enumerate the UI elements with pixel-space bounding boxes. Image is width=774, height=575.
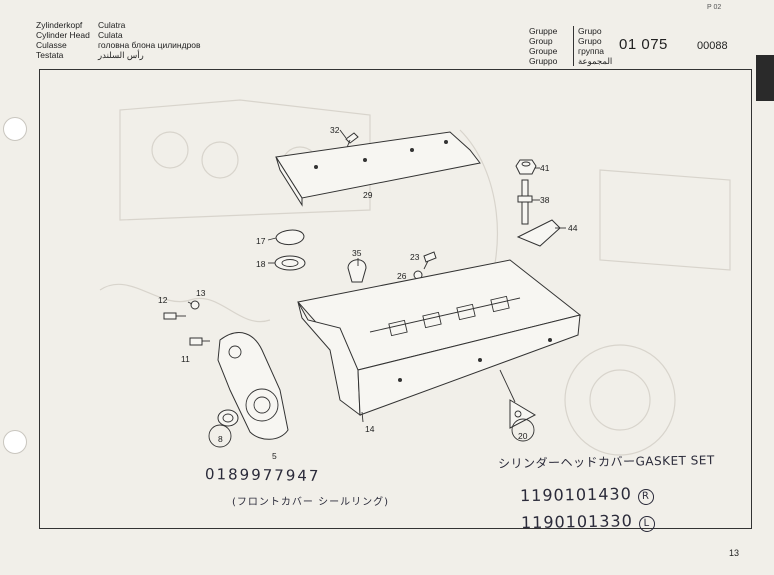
part-label-13: 13: [196, 288, 206, 298]
part-label-29: 29: [363, 190, 373, 200]
handwritten-part-number-1: 0189977947: [204, 464, 321, 486]
group-trans-3: группа: [578, 46, 604, 56]
part-label-23: 23: [410, 252, 420, 262]
part-18-seal-ring: [274, 255, 306, 271]
part-label-8: 8: [218, 434, 223, 444]
part-number-left: 1190101330: [520, 511, 633, 533]
part-17-plug: [275, 229, 305, 245]
exploded-view-diagram: 32 29 41 38 44 17 18 35 23 26 12 13 11 1…: [99, 99, 731, 461]
index-tab: [756, 55, 774, 101]
left-side-mark: L: [638, 515, 656, 533]
part-number-labels: 32 29 41 38 44 17 18 35 23 26 12 13 11 1…: [158, 125, 578, 461]
right-side-mark: R: [637, 488, 655, 506]
binder-hole-top: [3, 117, 27, 141]
title-translations: Culatra Culata головна блона цилиндров ر…: [98, 20, 201, 60]
group-sub-number: 00088: [697, 40, 728, 52]
part-label-18: 18: [256, 259, 266, 269]
part-label-44: 44: [568, 223, 578, 233]
title-label-de: Zylinderkopf: [36, 20, 83, 30]
title-label-fr: Culasse: [36, 40, 67, 50]
part-label-12: 12: [158, 295, 168, 305]
handwritten-part-number-right: 1190101430 R: [519, 484, 655, 507]
part-label-14: 14: [365, 424, 375, 434]
page-number: 13: [729, 548, 740, 558]
part-label-17: 17: [256, 236, 266, 246]
part-38-stud: [517, 179, 533, 225]
group-label-it: Gruppo: [529, 56, 558, 66]
part-label-11: 11: [181, 354, 190, 364]
part-label-20: 20: [518, 431, 528, 441]
group-label-en: Group: [529, 36, 553, 46]
part-35-bracket: [347, 259, 367, 283]
group-trans-2: Grupo: [578, 36, 602, 46]
title-labels: Zylinderkopf Cylinder Head Culasse Testa…: [36, 20, 90, 60]
group-trans-1: Grupo: [578, 26, 602, 36]
diagram-frame: [39, 69, 752, 529]
title-trans-2: Culata: [98, 30, 123, 40]
title-trans-4: رأس السلندر: [98, 50, 144, 60]
leader-lines: [187, 129, 566, 423]
part-number-right: 1190101430: [519, 484, 632, 506]
part-12-bolt: [163, 312, 186, 320]
part-29-cover-plate: [275, 131, 481, 207]
part-label-38: 38: [540, 195, 550, 205]
part-5-front-cover: [217, 332, 289, 440]
part-23-bolt: [423, 251, 437, 270]
group-trans-4: المجموعة: [578, 56, 613, 66]
part-41-nut: [515, 159, 537, 175]
part-20-gasket: [509, 399, 537, 442]
binder-hole-bottom: [3, 430, 27, 454]
group-number: 01 075: [619, 36, 668, 53]
group-label-de: Gruppe: [529, 26, 558, 36]
title-trans-1: Culatra: [98, 20, 126, 30]
title-label-en: Cylinder Head: [36, 30, 90, 40]
part-8-seal: [208, 409, 239, 448]
title-label-it: Testata: [36, 50, 64, 60]
group-labels: Gruppe Group Groupe Gruppo: [529, 26, 557, 66]
handwritten-note-front-cover-seal: (フロントカバー シールリング): [232, 497, 389, 508]
group-translations: Grupo Grupo группа المجموعة: [573, 26, 612, 66]
title-trans-3: головна блона цилиндров: [98, 40, 201, 50]
part-13-washer: [190, 300, 200, 310]
handwritten-part-number-left: 1190101330 L: [520, 511, 656, 534]
part-label-5: 5: [272, 451, 277, 461]
part-label-26: 26: [397, 271, 407, 281]
part-label-32: 32: [330, 125, 340, 135]
part-label-35: 35: [352, 248, 362, 258]
part-14-valve-cover: [297, 259, 582, 417]
part-11-bolt: [189, 337, 210, 346]
group-label-fr: Groupe: [529, 46, 558, 56]
part-label-41: 41: [540, 163, 550, 173]
corner-mark: P 02: [707, 4, 722, 11]
